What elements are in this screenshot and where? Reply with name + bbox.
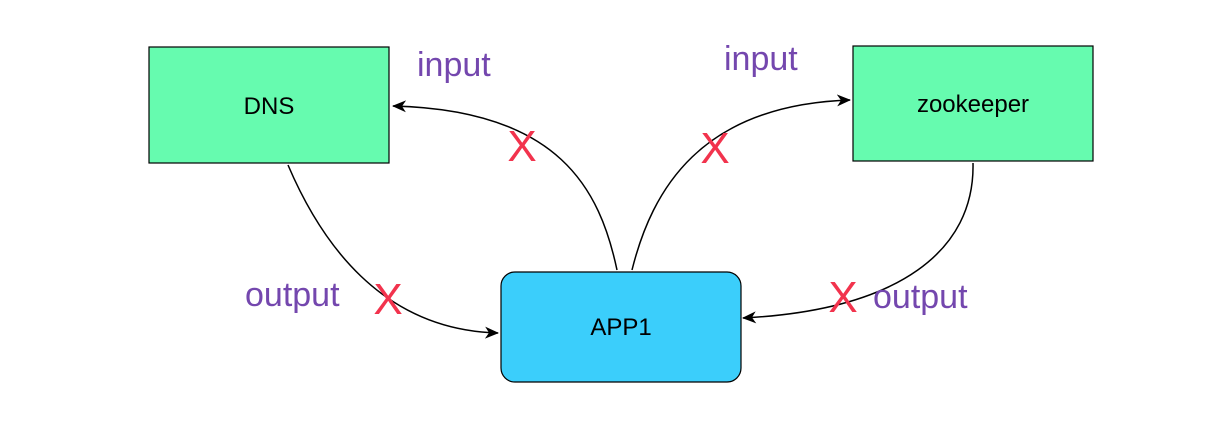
- edge-label-dns-to-app: output: [245, 276, 340, 314]
- node-app: APP1: [500, 271, 742, 383]
- blocked-mark-zookeeper-to-app: X: [828, 273, 857, 322]
- zookeeper-label: zookeeper: [917, 91, 1029, 118]
- edge-label-app-to-zookeeper: input: [724, 40, 798, 78]
- edge-app-to-zookeeper: [631, 94, 851, 271]
- blocked-mark-dns-to-app: X: [373, 275, 402, 324]
- edge-label-zookeeper-to-app: output: [873, 278, 968, 316]
- zookeeper-box: [852, 45, 1094, 162]
- edge-label-app-to-dns: input: [417, 46, 491, 84]
- edge-app-to-dns: [392, 100, 618, 271]
- edge-zookeeper-to-app: [742, 162, 974, 324]
- edge-dns-to-app: [287, 164, 499, 339]
- blocked-mark-app-to-zookeeper: X: [700, 124, 729, 173]
- node-zookeeper: zookeeper: [852, 45, 1094, 162]
- dns-box: [148, 46, 390, 164]
- app-box: [500, 271, 742, 383]
- dns-label: DNS: [244, 93, 295, 120]
- node-dns: DNS: [148, 46, 390, 164]
- app-label: APP1: [590, 314, 651, 341]
- blocked-mark-app-to-dns: X: [507, 122, 536, 171]
